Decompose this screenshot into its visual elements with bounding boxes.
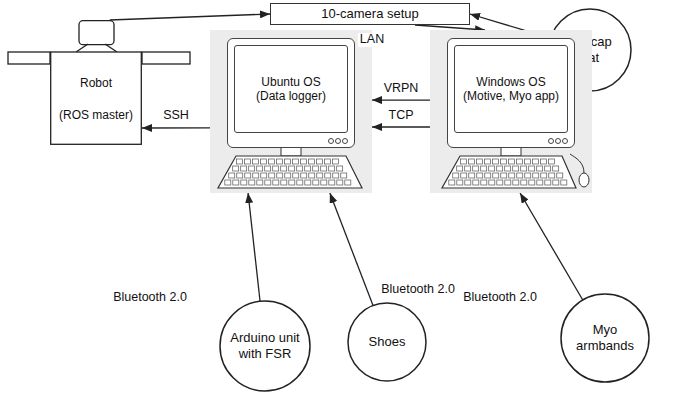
node-text: Robot: [80, 76, 112, 90]
arrow-connector: [372, 126, 430, 127]
arrow-connector: [372, 99, 430, 100]
device-circle: Myo armbands: [560, 293, 650, 383]
text-holder: Windows OS (Motive, Myo app): [459, 75, 563, 104]
camera-box: 10-camera setup: [270, 3, 470, 25]
arrow-connector: [330, 193, 373, 306]
monitor-button: [328, 138, 334, 144]
monitor-button: [562, 138, 568, 144]
arrow-connector: [110, 14, 270, 20]
connection-label: TCP: [387, 109, 416, 123]
device-circle: Arduino unit with FSR: [219, 300, 311, 392]
monitor-button: [335, 138, 341, 144]
text-holder: 10-camera setup: [321, 6, 419, 22]
node-text: Windows OS (Motive, Myo app): [459, 75, 563, 104]
text-holder: Arduino unit with FSR: [230, 330, 300, 361]
monitor-button: [548, 138, 554, 144]
connection-label: Bluetooth 2.0: [379, 283, 457, 297]
connection-label: VRPN: [382, 82, 421, 96]
text-holder: Shoes: [369, 334, 406, 350]
arrow-connector: [248, 193, 260, 301]
robot-figure: Robot (ROS master): [50, 20, 142, 145]
monitor-frame: Ubuntu OS (Data logger): [227, 38, 355, 148]
monitor-screen: Ubuntu OS (Data logger): [234, 45, 348, 133]
node-text: Myo armbands: [569, 322, 641, 353]
connection-label: LAN: [358, 33, 386, 47]
monitor-button: [555, 138, 561, 144]
node-text: Arduino unit with FSR: [230, 330, 300, 361]
computer: Windows OS (Motive, Myo app): [430, 30, 592, 193]
connection-label: SSH: [161, 109, 191, 123]
text-holder: Robot (ROS master): [52, 58, 140, 140]
monitor-screen: Windows OS (Motive, Myo app): [454, 45, 568, 133]
monitor-frame: Windows OS (Motive, Myo app): [447, 38, 575, 148]
text-holder: Myo armbands: [569, 322, 641, 353]
node-text: Shoes: [369, 334, 406, 350]
node-text: 10-camera setup: [321, 6, 419, 22]
device-circle: Shoes: [347, 302, 427, 382]
monitor-button: [342, 138, 348, 144]
computer: Ubuntu OS (Data logger): [210, 30, 372, 193]
node-text: Ubuntu OS (Data logger): [249, 75, 333, 104]
arrow-connector: [520, 193, 583, 300]
connection-label: Bluetooth 2.0: [461, 291, 539, 305]
arrow-connector: [142, 127, 210, 128]
node-text: (ROS master): [59, 108, 133, 122]
text-holder: Ubuntu OS (Data logger): [249, 75, 333, 104]
connection-label: Bluetooth 2.0: [111, 291, 189, 305]
